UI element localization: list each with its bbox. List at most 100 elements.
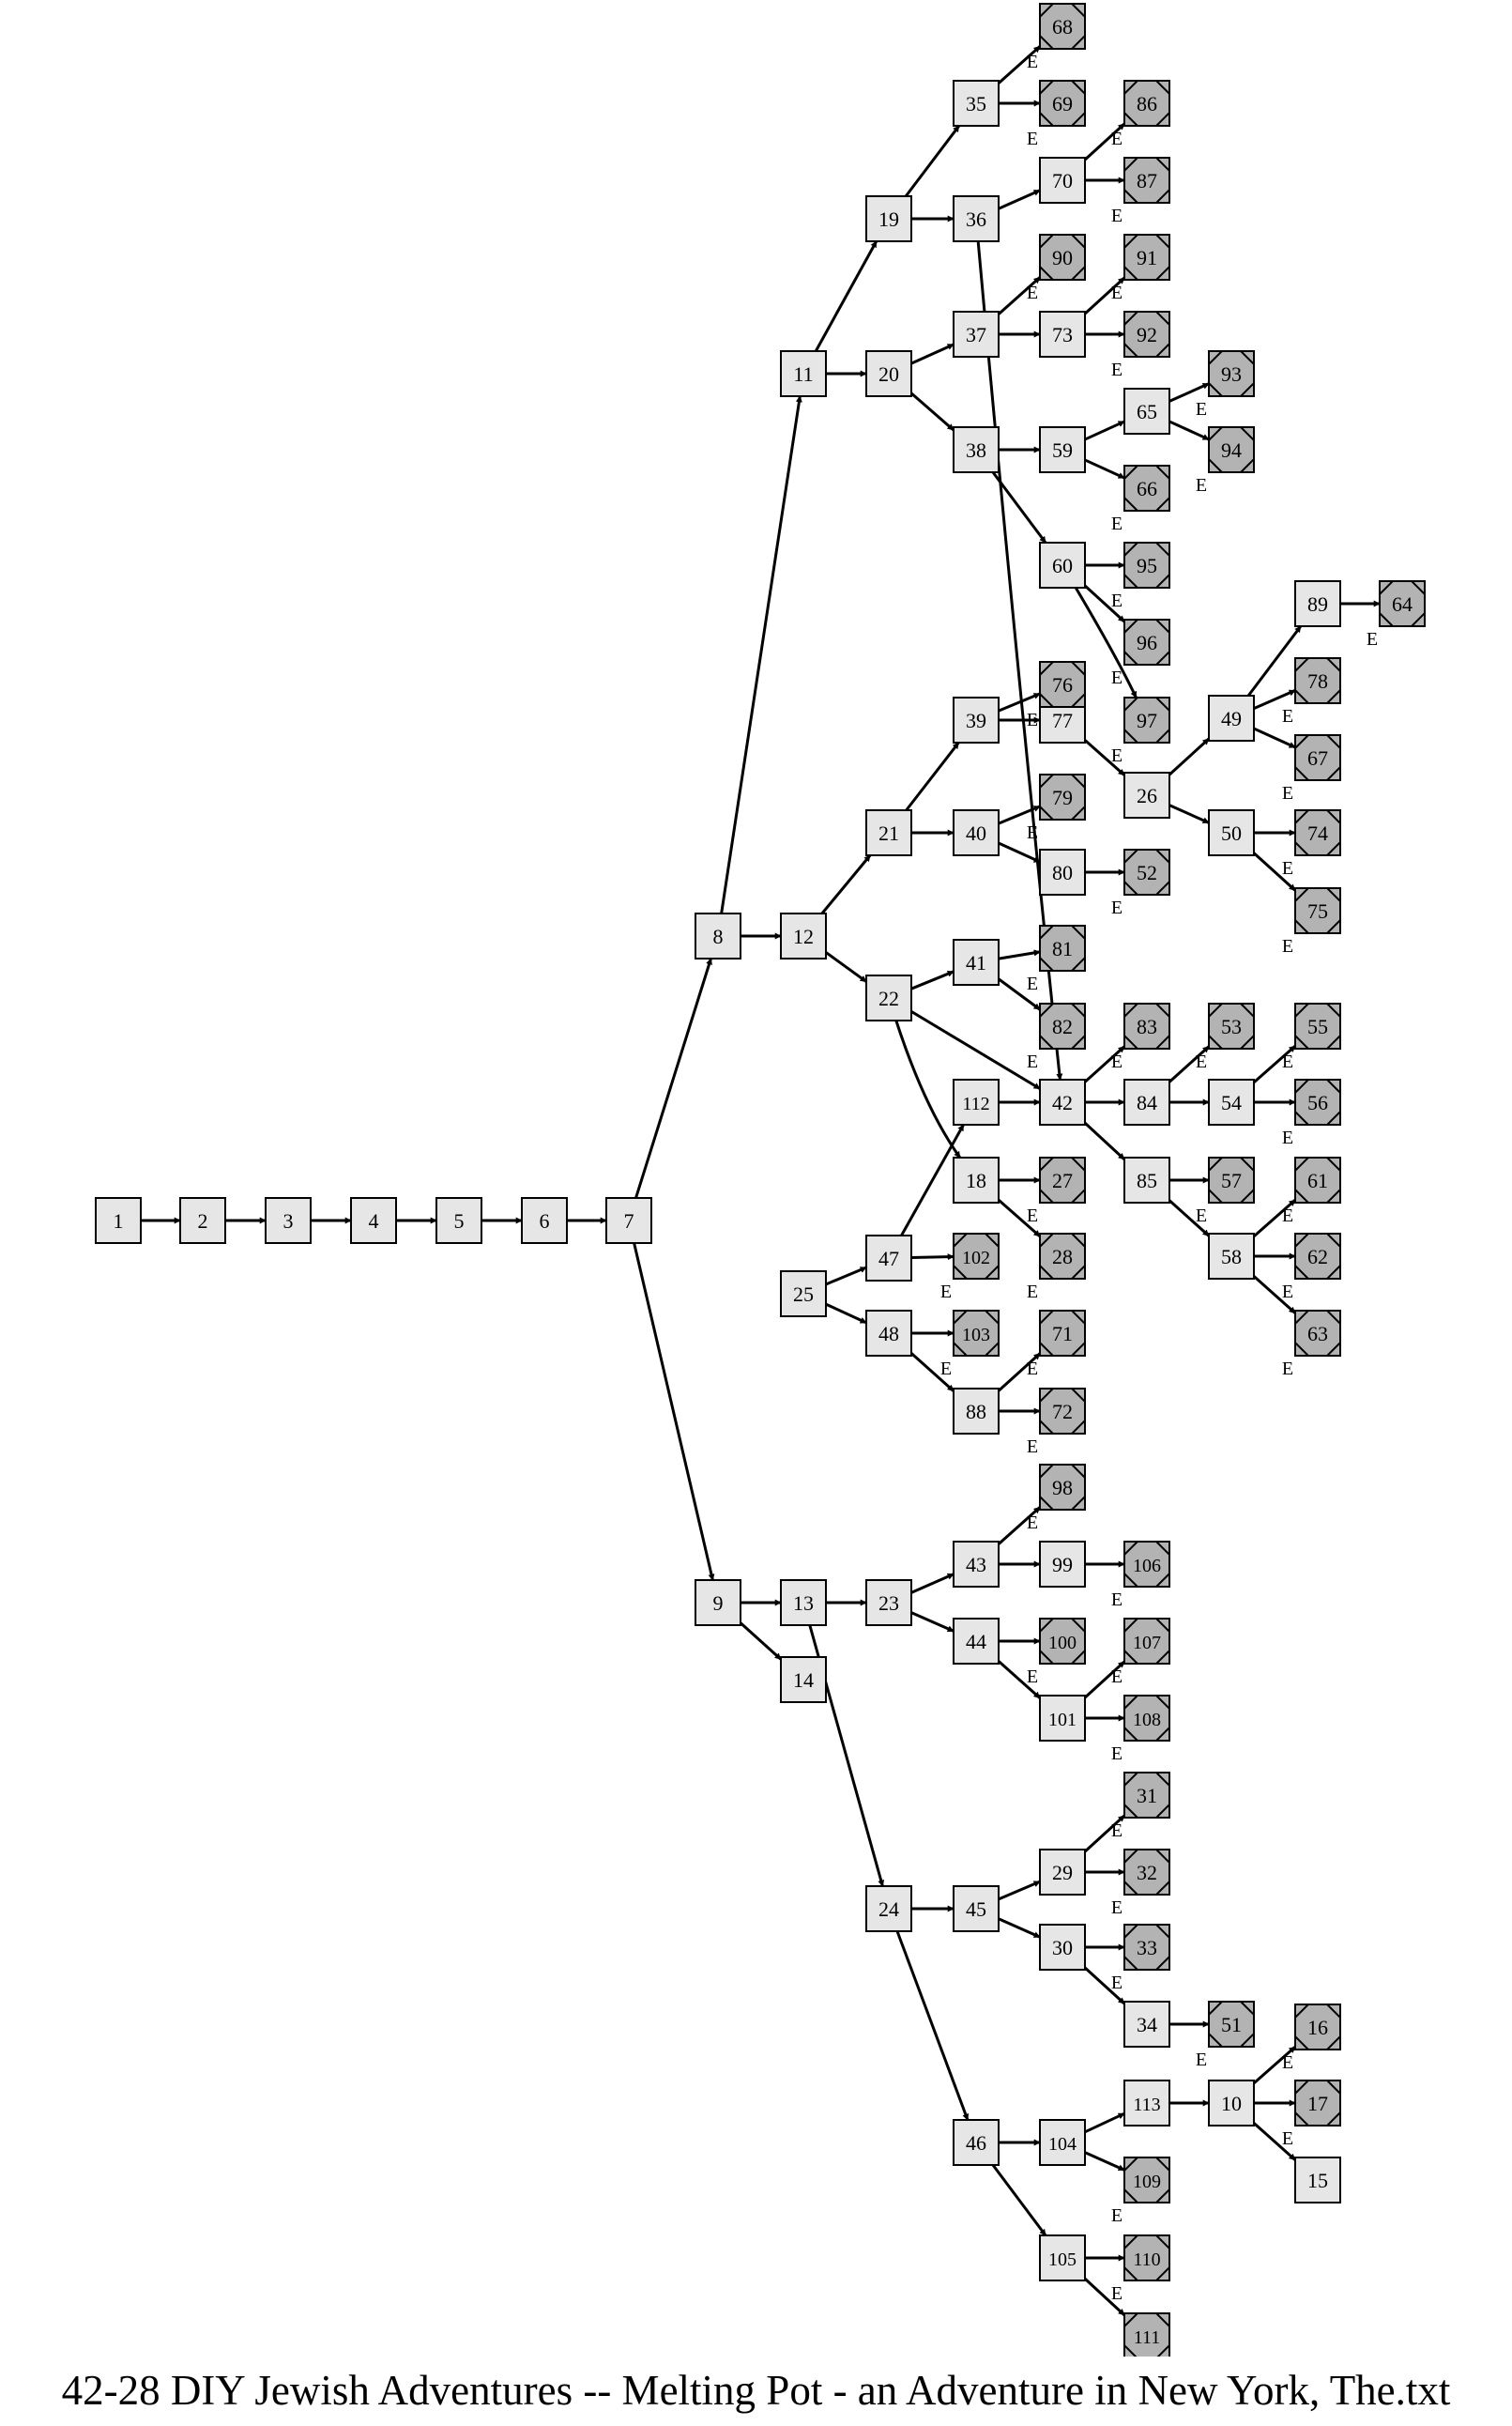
node-label: 109 xyxy=(1133,2172,1161,2192)
node-label: 87 xyxy=(1137,169,1157,192)
node-label: 40 xyxy=(966,821,986,845)
end-node-81: 81E xyxy=(1027,925,1086,994)
edge-38-to-60 xyxy=(991,471,1047,544)
node-label: 27 xyxy=(1052,1169,1073,1192)
end-node-67: 67E xyxy=(1282,734,1341,804)
end-node-17: 17E xyxy=(1282,2080,1341,2149)
node-7: 7 xyxy=(605,1197,652,1244)
node-26: 26 xyxy=(1123,772,1170,819)
end-marker-label: E xyxy=(1027,52,1038,72)
end-marker-label: E xyxy=(1111,283,1123,303)
node-label: 105 xyxy=(1048,2249,1077,2270)
end-node-72: 72E xyxy=(1027,1388,1086,1457)
node-box xyxy=(953,939,1000,986)
node-label: 14 xyxy=(793,1668,814,1692)
node-box xyxy=(780,1270,827,1317)
node-label: 89 xyxy=(1307,592,1328,616)
node-label: 64 xyxy=(1392,592,1413,616)
node-58: 58 xyxy=(1208,1233,1255,1280)
end-marker-label: E xyxy=(1027,1052,1038,1072)
node-label: 65 xyxy=(1137,400,1157,423)
node-label: 39 xyxy=(966,709,986,732)
end-marker-label: E xyxy=(1196,1052,1207,1072)
edge-41-to-81 xyxy=(998,949,1041,960)
end-octagon-icon xyxy=(1123,465,1170,512)
end-node-97: 97E xyxy=(1111,697,1170,766)
node-box xyxy=(953,80,1000,127)
node-36: 36 xyxy=(953,195,1000,242)
edge-49-to-89 xyxy=(1246,625,1303,697)
end-node-74: 74E xyxy=(1282,809,1341,879)
node-box xyxy=(953,697,1000,744)
node-box xyxy=(953,2119,1000,2166)
node-85: 85 xyxy=(1123,1157,1170,1204)
end-node-71: 71E xyxy=(1027,1310,1086,1379)
node-box xyxy=(350,1197,397,1244)
end-node-56: 56E xyxy=(1282,1079,1341,1148)
end-marker-label: E xyxy=(1111,1589,1123,1610)
edge-39-to-76 xyxy=(998,692,1041,713)
node-box xyxy=(780,913,827,960)
end-node-95: 95E xyxy=(1111,542,1170,611)
node-box xyxy=(1039,311,1086,358)
end-octagon-icon xyxy=(1123,1924,1170,1971)
node-label: 83 xyxy=(1137,1015,1157,1038)
end-node-79: 79E xyxy=(1027,774,1086,843)
node-label: 51 xyxy=(1221,2013,1242,2036)
node-box xyxy=(865,1885,912,1932)
node-box xyxy=(865,809,912,856)
node-label: 102 xyxy=(962,1248,990,1268)
node-box xyxy=(1294,2004,1341,2050)
node-box xyxy=(1039,1924,1086,1971)
node-box xyxy=(1039,2234,1086,2281)
node-45: 45 xyxy=(953,1885,1000,1932)
node-label: 37 xyxy=(966,323,986,346)
edge-22-to-18 xyxy=(894,1020,962,1159)
node-box xyxy=(1208,2080,1255,2127)
node-label: 57 xyxy=(1221,1169,1242,1192)
graph-caption: 42-28 DIY Jewish Adventures -- Melting P… xyxy=(61,2367,1451,2414)
node-box xyxy=(865,195,912,242)
end-octagon-icon xyxy=(1039,1388,1086,1435)
node-40: 40 xyxy=(953,809,1000,856)
node-box xyxy=(1123,2001,1170,2048)
node-label: 41 xyxy=(966,951,986,975)
node-box xyxy=(780,1579,827,1626)
end-marker-label: E xyxy=(1111,1743,1123,1764)
end-marker-label: E xyxy=(1027,822,1038,843)
node-label: 22 xyxy=(878,987,899,1010)
edge-65-to-94 xyxy=(1168,420,1210,441)
end-octagon-icon xyxy=(1123,1849,1170,1896)
end-octagon-icon xyxy=(1208,1157,1255,1204)
edge-48-to-88 xyxy=(910,1352,955,1392)
node-box xyxy=(1039,1618,1086,1665)
end-marker-label: E xyxy=(1027,1666,1038,1687)
node-label: 66 xyxy=(1137,477,1157,500)
node-label: 18 xyxy=(966,1169,986,1192)
end-octagon-icon xyxy=(1039,1157,1086,1204)
end-marker-label: E xyxy=(1282,1282,1293,1302)
edge-42-to-83 xyxy=(1083,1045,1126,1083)
edge-20-to-38 xyxy=(910,392,955,432)
edge-46-to-105 xyxy=(991,2164,1047,2236)
edge-44-to-101 xyxy=(998,1660,1041,1699)
end-marker-label: E xyxy=(1111,514,1123,534)
node-label: 81 xyxy=(1052,937,1073,960)
end-marker-label: E xyxy=(1027,1359,1038,1379)
node-1: 1 xyxy=(95,1197,142,1244)
end-marker-label: E xyxy=(1111,898,1123,918)
edge-37-to-90 xyxy=(998,276,1041,315)
edge-49-to-67 xyxy=(1253,727,1296,749)
node-label: 44 xyxy=(966,1630,986,1653)
node-box xyxy=(1123,1079,1170,1126)
edge-58-to-63 xyxy=(1253,1275,1296,1314)
end-marker-label: E xyxy=(1196,475,1207,496)
node-label: 76 xyxy=(1052,673,1073,697)
edge-35-to-68 xyxy=(998,45,1041,84)
edge-42-to-85 xyxy=(1083,1122,1126,1160)
node-label: 6 xyxy=(540,1209,550,1233)
node-label: 101 xyxy=(1048,1710,1077,1730)
node-label: 16 xyxy=(1307,2016,1328,2039)
